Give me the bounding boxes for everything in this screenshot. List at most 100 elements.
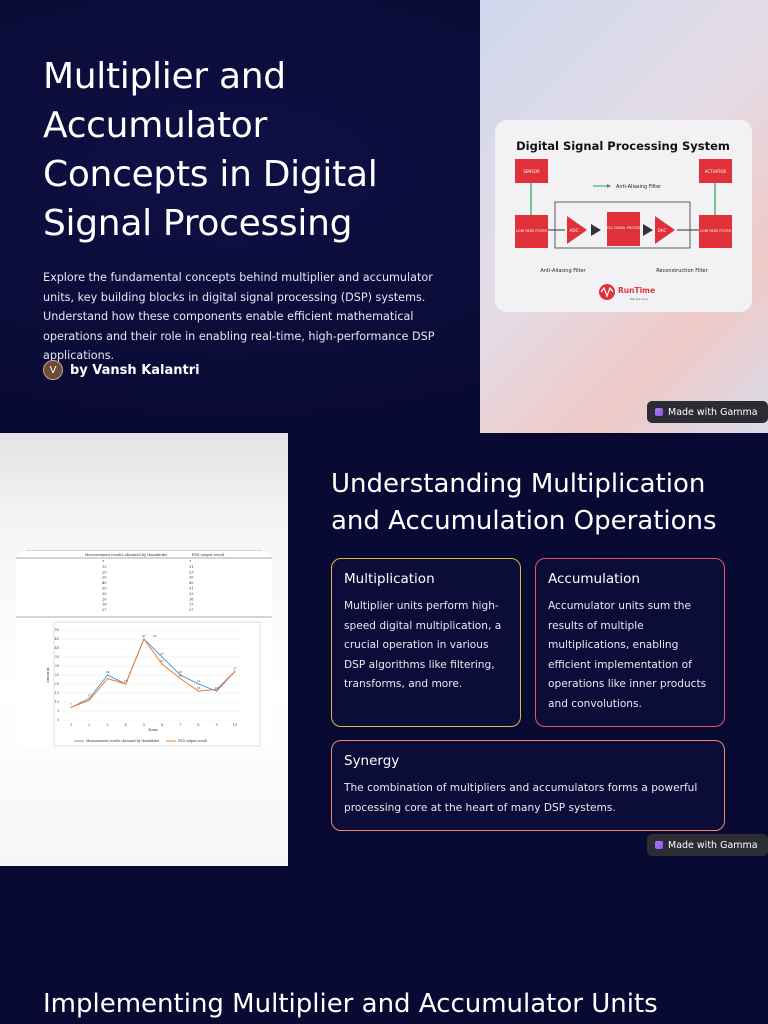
table-cell: 20 — [102, 597, 107, 601]
card-body: Multiplier units perform high-speed digi… — [344, 600, 502, 690]
adc-label: ADC — [569, 228, 578, 233]
x-axis-label: Data — [148, 727, 158, 732]
x-tick-label: 5 — [143, 723, 145, 727]
x-tick-label: 3 — [106, 723, 108, 727]
card-body: The combination of multipliers and accum… — [344, 782, 698, 814]
table-cell: 45 — [102, 581, 107, 585]
gamma-logo-icon — [655, 408, 663, 416]
accumulation-card: Accumulation Accumulator units sum the r… — [535, 558, 725, 727]
y-tick-label: 15 — [55, 691, 59, 695]
card-heading: Accumulation — [548, 571, 640, 587]
multiplication-card: Multiplication Multiplier units perform … — [331, 558, 521, 727]
legend-label: Anti-Aliasing Filter — [616, 184, 662, 190]
data-label: 26 — [178, 670, 182, 674]
data-point — [161, 663, 163, 665]
made-with-gamma-badge[interactable]: Made with Gamma — [647, 401, 768, 423]
processing-loop — [554, 201, 691, 249]
data-point — [197, 690, 200, 692]
y-axis-label: amount — [45, 667, 50, 683]
author-name[interactable]: by Vansh Kalantri — [70, 362, 200, 378]
legend-entry: PSD output result — [178, 739, 208, 743]
plot-frame — [53, 621, 261, 747]
implementation-slide: Implementing Multiplier and Accumulator … — [0, 866, 768, 1024]
table-cell: 17 — [189, 603, 194, 607]
diagram-title: Digital Signal Processing System — [516, 139, 730, 153]
vertical-connectors — [530, 180, 716, 215]
data-point — [216, 690, 218, 692]
table-header: Measurement results obtained by thumbtub… — [85, 553, 168, 557]
gamma-logo-icon — [655, 841, 663, 849]
hero-image: Digital Signal Processing System SENSOR … — [480, 0, 768, 433]
section-title: Understanding Multiplication and Accumul… — [331, 469, 717, 536]
x-tick-label: 7 — [179, 723, 181, 727]
data-label: 21 — [197, 679, 201, 683]
data-label: 27 — [233, 666, 237, 670]
flow-arrow-head — [591, 224, 601, 236]
flow-arrow-head — [643, 224, 653, 236]
runtime-logo-icon — [599, 284, 615, 300]
made-with-gamma-badge[interactable]: Made with Gamma — [647, 834, 768, 856]
data-label: 29 — [106, 670, 110, 674]
adc-block — [567, 216, 587, 244]
table-cell: 23 — [189, 570, 194, 574]
author-byline: V by Vansh Kalantri — [43, 360, 200, 380]
table-cell: 12 — [102, 565, 107, 569]
data-point — [88, 697, 90, 699]
data-label: 47 — [142, 634, 146, 638]
x-tick-label: 2 — [88, 723, 90, 727]
runtime-logo-wave — [600, 286, 614, 298]
avatar[interactable]: V — [43, 360, 63, 380]
legend-entry: Measurement results obtained by thumbtub… — [86, 739, 159, 743]
table-cell: 27 — [102, 608, 107, 612]
gamma-badge-label: Made with Gamma — [668, 839, 758, 851]
y-tick-label: 25 — [55, 673, 59, 677]
data-point — [179, 678, 181, 680]
table-cell: 16 — [189, 597, 194, 601]
table-cell: 23 — [189, 592, 194, 596]
dsp-block — [607, 212, 640, 246]
data-label: 22 — [215, 686, 219, 690]
runtime-tagline: We Are Your — [630, 297, 649, 301]
data-point — [125, 683, 127, 685]
data-point — [70, 706, 72, 708]
data-label: 47 — [153, 634, 157, 638]
data-label: 31 — [160, 659, 164, 663]
x-tick-label: 10 — [233, 723, 237, 727]
data-label: 18 — [197, 686, 201, 690]
data-point — [106, 678, 109, 680]
y-tick-label: 40 — [55, 646, 59, 650]
data-point — [216, 688, 218, 690]
data-label: 26 — [178, 674, 182, 678]
table-cell: 7 — [102, 560, 105, 564]
table-cell: 11 — [189, 565, 194, 569]
dsp-diagram-svg: Digital Signal Processing System SENSOR … — [515, 139, 732, 301]
table-cell: 45 — [189, 581, 194, 585]
data-point — [197, 683, 200, 685]
table-cell: 25 — [102, 592, 107, 596]
measurement-chart: Measurement results obtained by thumbtub… — [16, 550, 272, 747]
caption-anti-aliasing: Anti-Aliasing Filter — [540, 268, 586, 274]
synergy-card: Synergy The combination of multipliers a… — [331, 740, 725, 831]
y-tick-label: 35 — [55, 655, 59, 659]
data-point — [88, 699, 90, 701]
chart-image-panel: Measurement results obtained by thumbtub… — [0, 433, 288, 866]
x-tick-label: 8 — [197, 723, 199, 727]
x-tick-label: 6 — [161, 723, 163, 727]
data-point — [234, 670, 236, 672]
mac-operations-slide: Measurement results obtained by thumbtub… — [0, 433, 768, 866]
table-cell: 7 — [189, 560, 192, 564]
table-cell: 27 — [189, 608, 194, 612]
x-tick-label: 4 — [125, 723, 127, 727]
measurement-chart-card: Measurement results obtained by thumbtub… — [16, 550, 272, 748]
legend-arrowhead — [607, 184, 611, 188]
lpf-out-label: LOW PASS FILTER — [700, 229, 732, 233]
y-tick-label: 20 — [55, 682, 59, 686]
data-point — [106, 674, 109, 676]
data-label: 7 — [70, 702, 72, 706]
table-cell: 25 — [102, 570, 107, 574]
dac-label: DAC — [658, 228, 667, 233]
y-tick-label: 30 — [55, 664, 59, 668]
data-label: 37 — [160, 652, 164, 656]
lpf-out-block — [699, 215, 732, 248]
